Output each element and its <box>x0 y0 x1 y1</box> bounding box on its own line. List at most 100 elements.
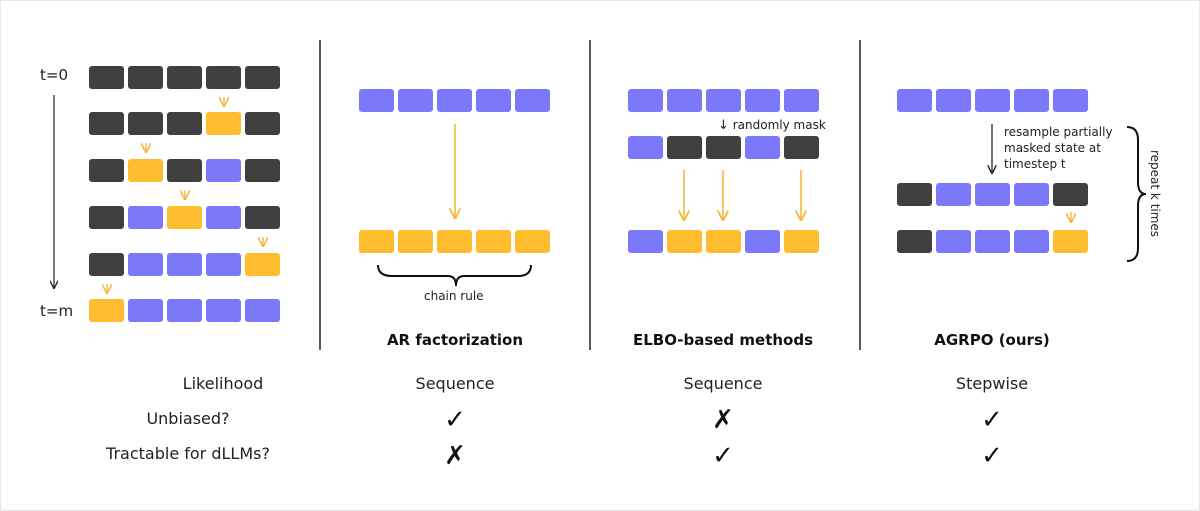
agrpo-step-token <box>975 230 1010 253</box>
elbo-output-token <box>745 230 780 253</box>
unmasking-step-token <box>245 299 280 322</box>
elbo-input-token <box>628 89 663 112</box>
unmasking-step-token <box>89 112 124 135</box>
heading-elbo-methods: ELBO-based methods <box>632 331 814 349</box>
unmasking-step-token <box>206 159 241 182</box>
ar-output-token <box>359 230 394 253</box>
elbo-output-token <box>706 230 741 253</box>
row-label-unbiased: Unbiased? <box>146 409 230 428</box>
elbo-masked-token <box>706 136 741 159</box>
unmasking-step-token <box>128 159 163 182</box>
unmasking-step-token <box>167 206 202 229</box>
agrpo-partial-token <box>1014 183 1049 206</box>
unmasking-step-token <box>128 112 163 135</box>
unmasking-step-token <box>89 159 124 182</box>
unmasking-step-token <box>167 112 202 135</box>
agrpo-input-token <box>1053 89 1088 112</box>
unmasking-step-token <box>89 299 124 322</box>
cross-icon: ✗ <box>444 441 466 471</box>
agrpo-step-token <box>897 230 932 253</box>
check-icon: ✓ <box>981 405 1003 435</box>
cross-icon: ✗ <box>712 405 734 435</box>
check-icon: ✓ <box>981 441 1003 471</box>
unmasking-step-token <box>245 159 280 182</box>
cell-likelihood-agrpo: Stepwise <box>955 374 1029 393</box>
agrpo-step-token <box>1014 230 1049 253</box>
token-blocks <box>89 66 1088 322</box>
down-arrow-icon: ↓ <box>718 118 729 133</box>
time-end-label: t=m <box>40 302 74 320</box>
elbo-input-token <box>745 89 780 112</box>
ar-output-token <box>437 230 472 253</box>
ar-output-token <box>398 230 433 253</box>
arrows <box>107 97 1071 293</box>
unmasking-step-token <box>167 253 202 276</box>
unmasking-step-token <box>89 206 124 229</box>
row-label-tractable: Tractable for dLLMs? <box>106 444 270 463</box>
elbo-masked-token <box>628 136 663 159</box>
chain-rule-brace <box>377 264 532 287</box>
unmasking-step-token <box>167 66 202 89</box>
unmasking-step-token <box>206 112 241 135</box>
heading-ar-factorization: AR factorization <box>386 331 524 349</box>
resample-line-3: timestep t <box>1004 157 1066 171</box>
agrpo-input-token <box>897 89 932 112</box>
agrpo-step-token <box>1053 230 1088 253</box>
unmasking-step-token <box>128 253 163 276</box>
unmasking-step-token <box>89 253 124 276</box>
repeat-k-times-label: repeat k times <box>1148 150 1162 238</box>
unmasking-step-token <box>128 66 163 89</box>
agrpo-partial-token <box>975 183 1010 206</box>
elbo-masked-token <box>667 136 702 159</box>
cell-likelihood-ar: Sequence <box>415 374 495 393</box>
unmasking-step-token <box>167 299 202 322</box>
agrpo-step-token <box>936 230 971 253</box>
ar-input-token <box>359 89 394 112</box>
elbo-output-token <box>667 230 702 253</box>
elbo-masked-token <box>745 136 780 159</box>
agrpo-partial-token <box>936 183 971 206</box>
unmasking-step-token <box>245 253 280 276</box>
agrpo-partial-token <box>897 183 932 206</box>
unmasking-step-token <box>89 66 124 89</box>
elbo-output-token <box>628 230 663 253</box>
cell-likelihood-elbo: Sequence <box>683 374 763 393</box>
agrpo-input-token <box>975 89 1010 112</box>
elbo-masked-token <box>784 136 819 159</box>
ar-output-token <box>476 230 511 253</box>
ar-input-token <box>476 89 511 112</box>
check-icon: ✓ <box>444 405 466 435</box>
time-start-label: t=0 <box>40 66 68 84</box>
chain-rule-label: chain rule <box>424 289 484 303</box>
unmasking-step-token <box>167 159 202 182</box>
repeat-brace <box>1126 126 1147 262</box>
unmasking-step-token <box>206 299 241 322</box>
elbo-input-token <box>706 89 741 112</box>
ar-input-token <box>398 89 433 112</box>
resample-line-1: resample partially <box>1004 125 1113 139</box>
elbo-input-token <box>667 89 702 112</box>
elbo-output-token <box>784 230 819 253</box>
unmasking-step-token <box>206 206 241 229</box>
agrpo-partial-token <box>1053 183 1088 206</box>
ar-input-token <box>437 89 472 112</box>
heading-agrpo: AGRPO (ours) <box>934 331 1050 349</box>
unmasking-step-token <box>128 299 163 322</box>
row-label-likelihood: Likelihood <box>182 374 264 393</box>
unmasking-step-token <box>245 112 280 135</box>
unmasking-step-token <box>206 253 241 276</box>
unmasking-step-token <box>245 206 280 229</box>
resample-line-2: masked state at <box>1004 141 1101 155</box>
unmasking-step-token <box>206 66 241 89</box>
agrpo-input-token <box>936 89 971 112</box>
agrpo-input-token <box>1014 89 1049 112</box>
check-icon: ✓ <box>712 441 734 471</box>
elbo-input-token <box>784 89 819 112</box>
unmasking-step-token <box>128 206 163 229</box>
ar-input-token <box>515 89 550 112</box>
randomly-mask-label: ↓ randomly mask <box>718 118 826 133</box>
ar-output-token <box>515 230 550 253</box>
randomly-mask-text: randomly mask <box>732 118 826 132</box>
unmasking-step-token <box>245 66 280 89</box>
